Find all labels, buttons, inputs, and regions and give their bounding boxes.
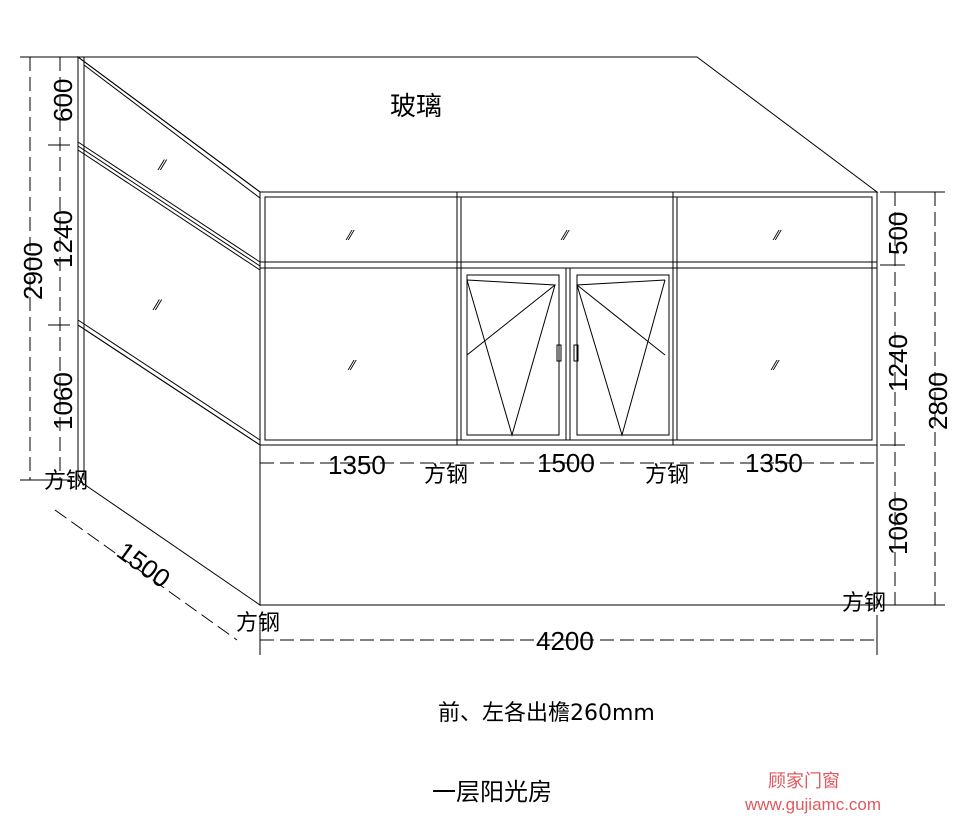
svg-text:600: 600 [48, 79, 78, 122]
door-left [466, 274, 560, 437]
eave-note: 前、左各出檐260mm [438, 701, 655, 726]
door-handle-icon [573, 344, 579, 362]
svg-text:2800: 2800 [923, 372, 953, 430]
svg-text:方钢: 方钢 [424, 463, 468, 488]
svg-text:1060: 1060 [883, 497, 913, 555]
roof-glass-label: 玻璃 [390, 92, 442, 122]
door-handle-icon [556, 344, 562, 362]
left-dimensions: 2900 600 1240 1060 [18, 56, 78, 481]
svg-text:⁄⁄: ⁄⁄ [152, 298, 162, 314]
square-steel-labels: 方钢 方钢 方钢 方钢 方钢 [44, 463, 886, 636]
svg-text:方钢: 方钢 [44, 469, 88, 494]
svg-text:1500: 1500 [111, 536, 175, 594]
svg-text:方钢: 方钢 [236, 611, 280, 636]
drawing-title: 一层阳光房 [432, 778, 552, 806]
left-wall: ⁄⁄ ⁄⁄ [77, 56, 261, 606]
right-dimensions: 500 1240 2800 1060 [880, 191, 953, 606]
front-wall: ⁄⁄ ⁄⁄ ⁄⁄ ⁄⁄ ⁄⁄ [259, 191, 878, 606]
svg-text:⁄⁄: ⁄⁄ [347, 359, 357, 374]
svg-text:1240: 1240 [883, 334, 913, 392]
svg-text:500: 500 [883, 212, 913, 255]
glass-roof: 玻璃 [76, 56, 879, 193]
svg-text:4200: 4200 [536, 626, 594, 656]
svg-text:2900: 2900 [18, 242, 48, 300]
door-right [576, 274, 670, 437]
svg-text:方钢: 方钢 [842, 591, 886, 616]
svg-text:⁄⁄: ⁄⁄ [770, 359, 780, 374]
svg-text:1240: 1240 [48, 210, 78, 268]
watermark: 顾家门窗 www.gujiamc.com [744, 771, 881, 814]
svg-text:1500: 1500 [537, 448, 595, 478]
front-base [259, 444, 878, 606]
svg-text:⁄⁄: ⁄⁄ [772, 229, 782, 244]
svg-text:1060: 1060 [48, 372, 78, 430]
svg-text:方钢: 方钢 [645, 463, 689, 488]
svg-text:⁄⁄: ⁄⁄ [345, 229, 355, 244]
svg-text:www.gujiamc.com: www.gujiamc.com [744, 795, 881, 814]
svg-text:1350: 1350 [328, 450, 386, 480]
svg-text:顾家门窗: 顾家门窗 [768, 771, 840, 792]
svg-text:1350: 1350 [745, 448, 803, 478]
svg-text:⁄⁄: ⁄⁄ [560, 229, 570, 244]
svg-text:⁄⁄: ⁄⁄ [157, 158, 167, 174]
